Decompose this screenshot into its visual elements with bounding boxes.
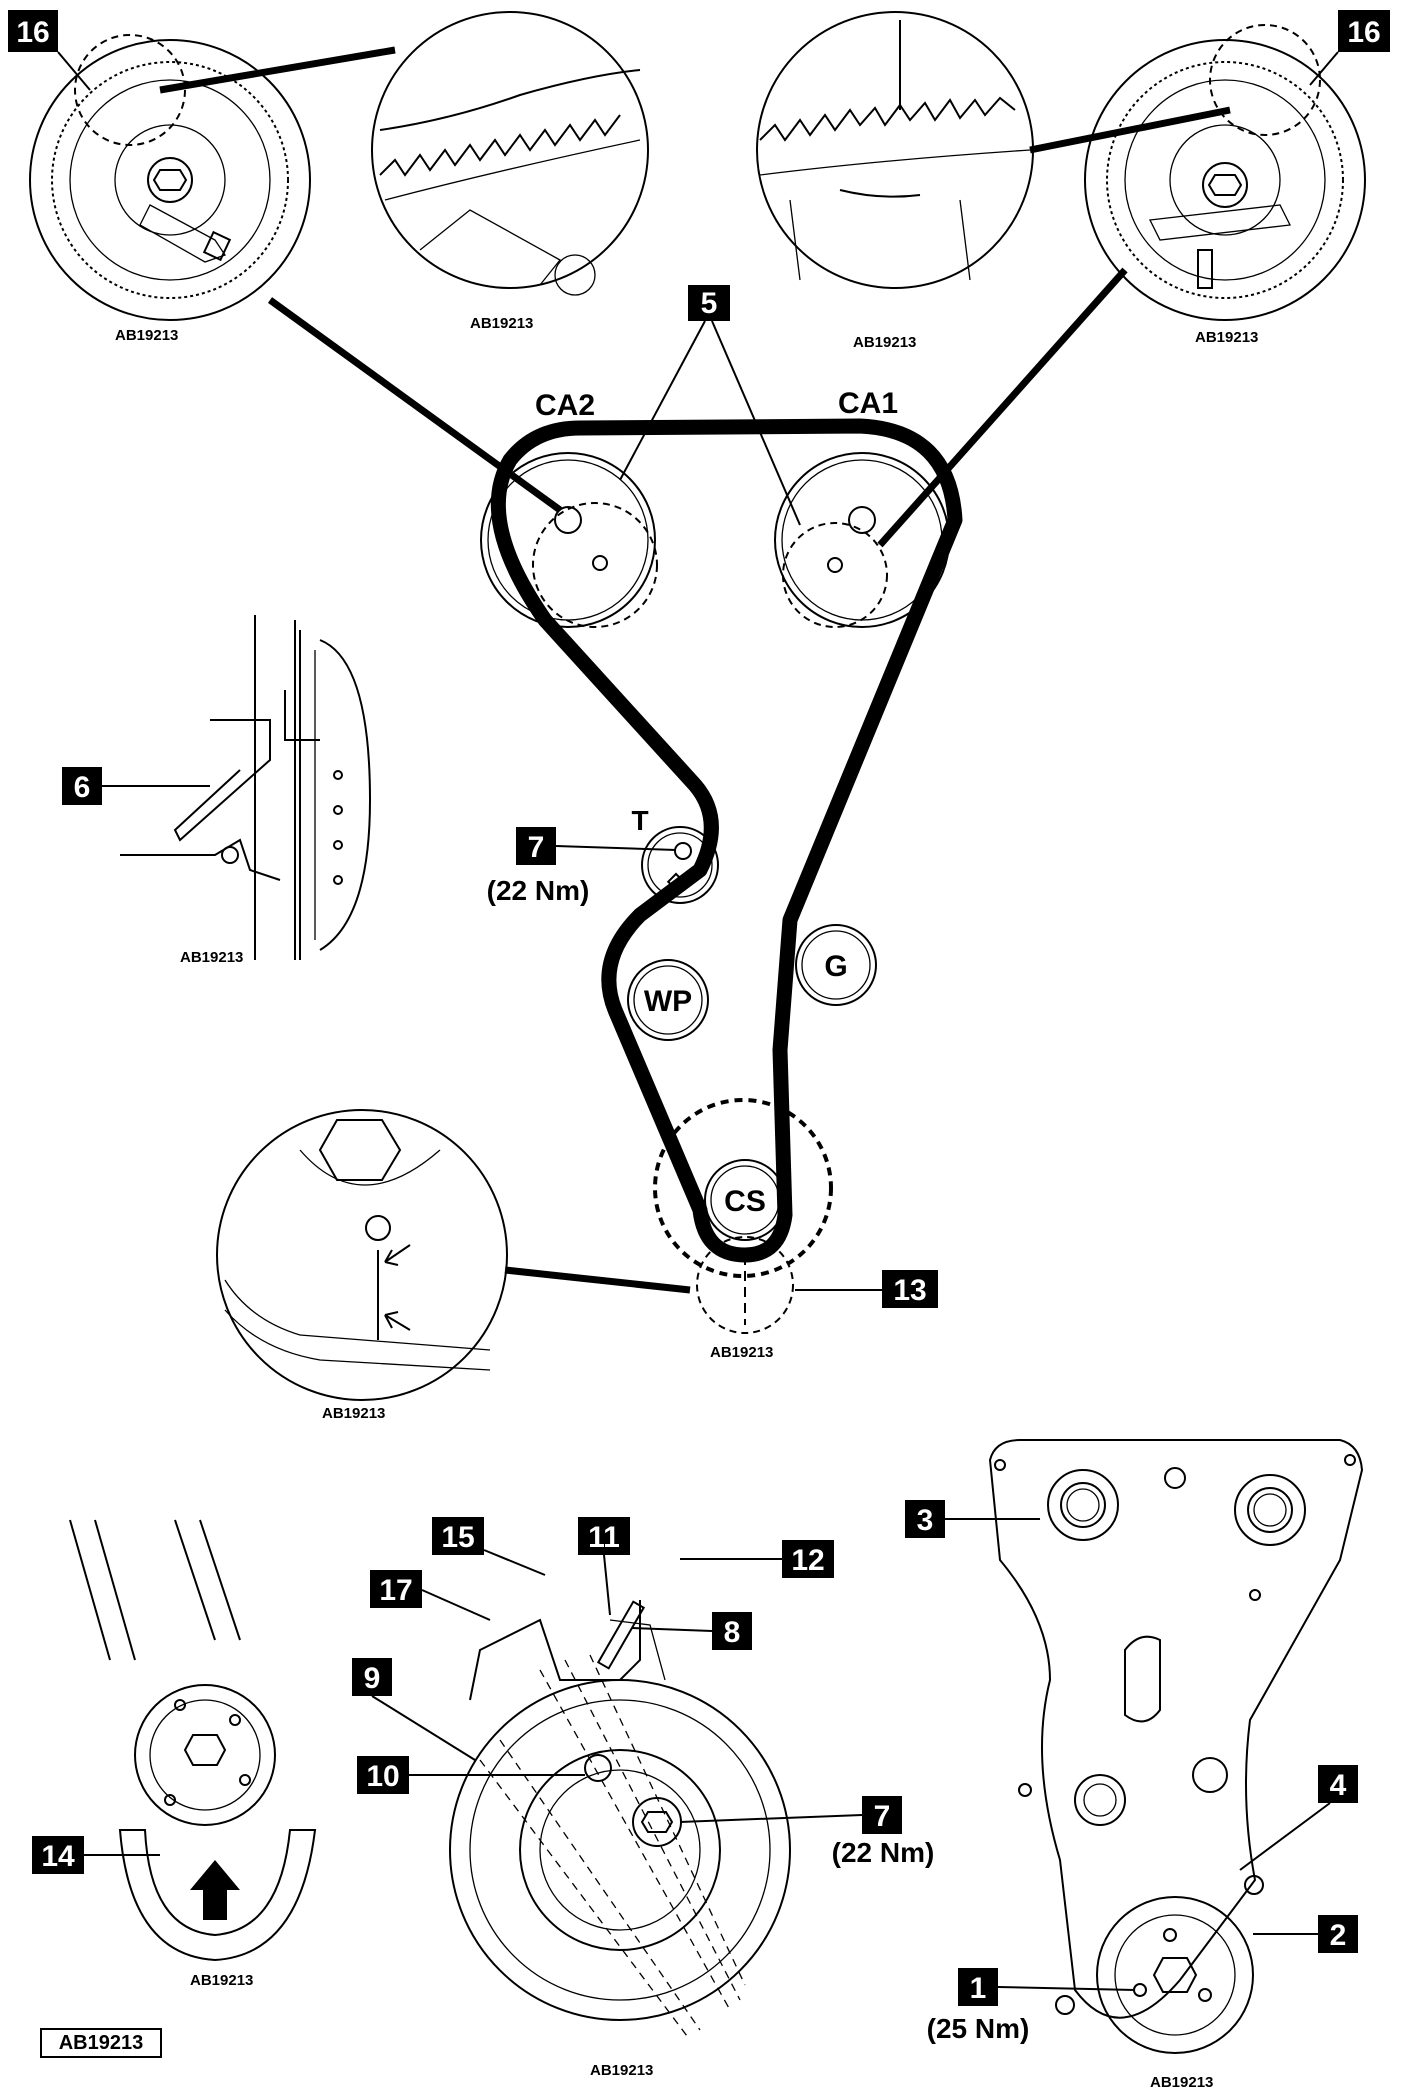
badge-9: 9 xyxy=(352,1658,392,1696)
badge-10: 10 xyxy=(357,1756,409,1794)
svg-text:11: 11 xyxy=(588,1521,620,1554)
badge-15: 15 xyxy=(432,1517,484,1555)
svg-text:8: 8 xyxy=(724,1616,741,1649)
ca2-label: CA2 xyxy=(535,389,595,422)
idler-pulley xyxy=(795,924,877,1006)
left-cam-sprocket-detail: AB19213 xyxy=(29,34,311,344)
water-pump-pulley xyxy=(627,959,709,1041)
image-ref-label: AB19213 xyxy=(190,1972,253,1989)
cs-label: CS xyxy=(724,1185,766,1218)
left-magnified-teeth: AB19213 xyxy=(371,11,649,332)
badge-11: 11 xyxy=(578,1517,630,1555)
badge-3: 3 xyxy=(905,1500,945,1538)
svg-text:2: 2 xyxy=(1330,1919,1347,1952)
torque-crank-bolt: (25 Nm) xyxy=(927,2013,1030,2044)
svg-text:15: 15 xyxy=(441,1521,474,1554)
svg-text:17: 17 xyxy=(379,1574,412,1607)
tensioner-label: T xyxy=(631,805,648,836)
right-magnified-teeth: AB19213 xyxy=(756,11,1034,351)
crankshaft-pulley xyxy=(653,1098,833,1334)
figure-reference-stamp: AB19213 xyxy=(40,2028,162,2058)
belt-routing xyxy=(480,418,963,1334)
svg-text:7: 7 xyxy=(874,1800,891,1833)
badge-16-left: 16 xyxy=(8,10,58,52)
badge-1: 1 xyxy=(958,1968,998,2006)
crank-timing-mark-detail: AB19213 xyxy=(216,1109,508,1422)
svg-text:6: 6 xyxy=(74,771,91,804)
g-label: G xyxy=(824,950,847,983)
torque-tensioner-detail: (22 Nm) xyxy=(832,1837,935,1868)
image-ref-label: AB19213 xyxy=(1150,2074,1213,2091)
torque-tensioner-main: (22 Nm) xyxy=(487,875,590,906)
svg-text:5: 5 xyxy=(701,287,718,320)
badge-7-detail: 7 xyxy=(862,1796,902,1834)
badge-2: 2 xyxy=(1318,1915,1358,1953)
badge-13: 13 xyxy=(882,1270,938,1308)
tensioner-adjustment-detail: AB19213 xyxy=(449,1600,791,2079)
image-ref-label: AB19213 xyxy=(322,1405,385,1422)
badge-8: 8 xyxy=(712,1612,752,1650)
image-ref-label: AB19213 xyxy=(710,1344,773,1361)
crank-belt-retainer-detail: AB19213 xyxy=(69,1519,317,1989)
ca2-pulley xyxy=(480,452,658,628)
tensioner-pulley xyxy=(641,826,719,904)
svg-text:10: 10 xyxy=(366,1760,399,1793)
right-cam-sprocket-detail: AB19213 xyxy=(1084,24,1366,346)
wp-label: WP xyxy=(644,985,692,1018)
badge-4: 4 xyxy=(1318,1765,1358,1803)
image-ref-label: AB19213 xyxy=(1195,329,1258,346)
svg-text:7: 7 xyxy=(528,831,545,864)
image-ref-label: AB19213 xyxy=(115,327,178,344)
badge-12: 12 xyxy=(782,1540,834,1578)
badge-17: 17 xyxy=(370,1570,422,1608)
svg-text:13: 13 xyxy=(893,1274,926,1307)
image-ref-label: AB19213 xyxy=(180,949,243,966)
svg-text:14: 14 xyxy=(41,1840,75,1873)
svg-text:4: 4 xyxy=(1330,1769,1347,1802)
svg-text:16: 16 xyxy=(1347,16,1380,49)
backplate-detail: AB19213 xyxy=(988,1439,1364,2091)
image-ref-label: AB19213 xyxy=(470,315,533,332)
image-ref-label: AB19213 xyxy=(590,2062,653,2079)
svg-text:1: 1 xyxy=(970,1972,987,2005)
badge-16-right: 16 xyxy=(1338,10,1390,52)
badge-7-main: 7 xyxy=(516,827,556,865)
badge-5: 5 xyxy=(688,285,730,321)
badge-14: 14 xyxy=(32,1836,84,1874)
badge-6: 6 xyxy=(62,767,102,805)
image-ref-label: AB19213 xyxy=(853,334,916,351)
locking-tool-detail: AB19213 xyxy=(120,615,372,966)
svg-text:12: 12 xyxy=(791,1544,824,1577)
svg-text:9: 9 xyxy=(364,1662,381,1695)
svg-text:16: 16 xyxy=(16,16,49,49)
svg-text:3: 3 xyxy=(917,1504,934,1537)
ca1-label: CA1 xyxy=(838,387,898,420)
